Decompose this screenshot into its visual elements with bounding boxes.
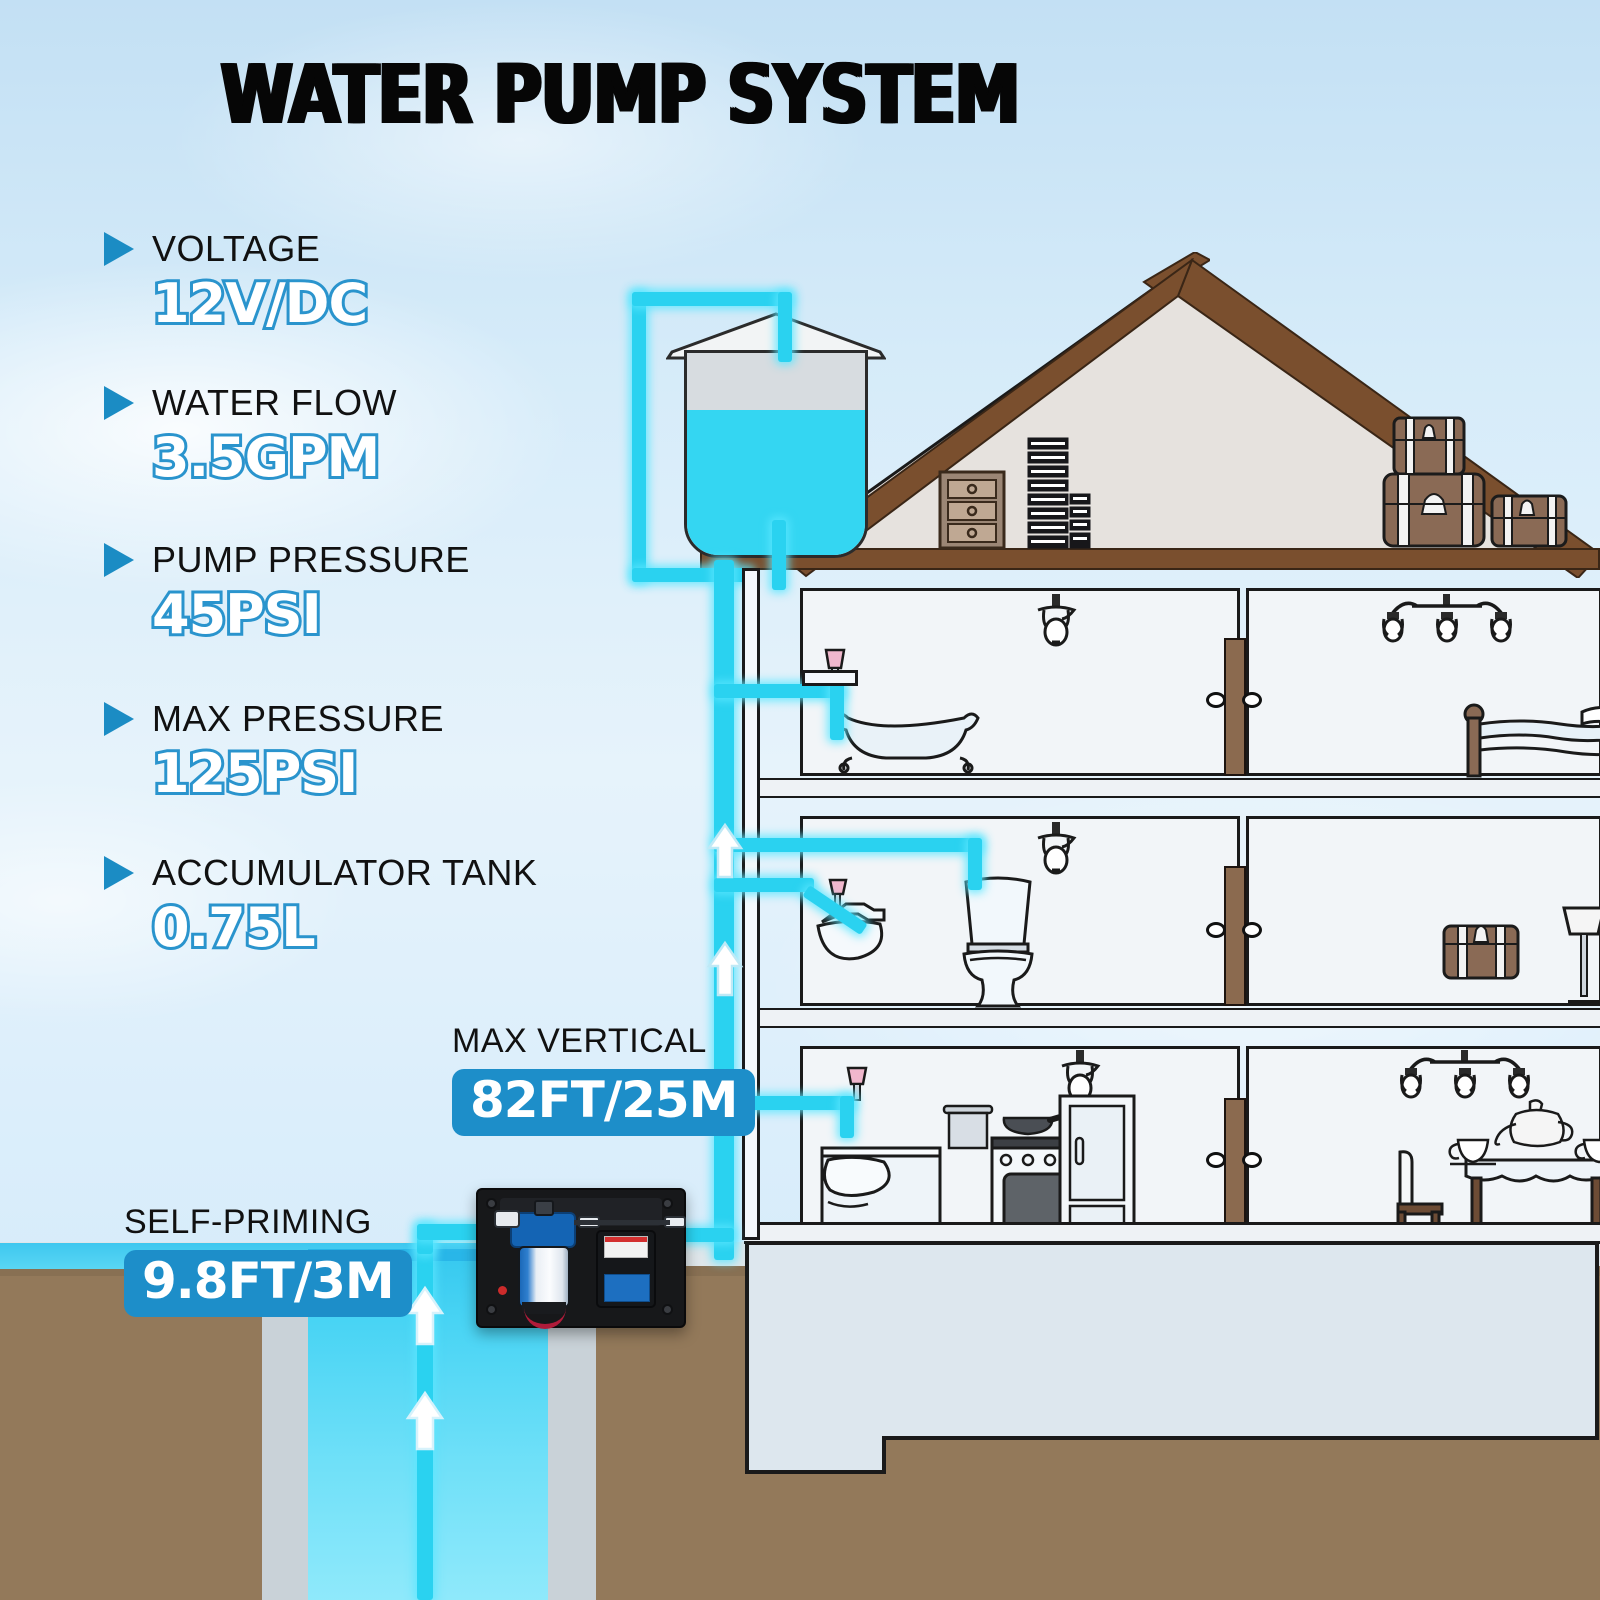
callout-label: MAX VERTICAL [452, 1022, 707, 1060]
flow-arrow-well-1 [404, 1285, 446, 1347]
manifold-bar [574, 1220, 670, 1225]
pipe-branch-bathroom [714, 684, 844, 698]
pipe-tank-feed-down [778, 292, 792, 362]
pipe-white-bathroom [802, 670, 858, 686]
door-knob-2-left [1206, 692, 1226, 708]
flow-arrow-riser-2 [706, 940, 744, 998]
pipe-white-riser [742, 568, 760, 1240]
spec-label: WATER FLOW [152, 382, 397, 423]
chandelier-dining [1400, 1050, 1530, 1108]
refrigerator-icon [1058, 1094, 1136, 1238]
pendant-light-toilet [1026, 822, 1086, 878]
book-stack-icon [1027, 437, 1091, 550]
spec-item-accumulator-tank: ACCUMULATOR TANK 0.75L [104, 852, 538, 962]
door-divider-1 [1224, 866, 1246, 1006]
door-knob-2-right [1242, 692, 1262, 708]
dining-table-icon [1464, 1158, 1600, 1240]
callout-self-priming: SELF-PRIMING 9.8FT/3M [124, 1203, 412, 1317]
panel-screw-tl [486, 1198, 497, 1209]
triangle-bullet-icon [104, 702, 134, 736]
room-storage [1246, 816, 1600, 1006]
panel-screw-bl [486, 1304, 497, 1315]
callout-value-badge: 82FT/25M [452, 1069, 756, 1136]
flow-arrow-riser-1 [706, 822, 744, 880]
pipe-branch-toilet [714, 838, 982, 852]
suitcase-storage-icon [1442, 918, 1520, 980]
triangle-bullet-icon [104, 543, 134, 577]
triangle-bullet-icon [104, 386, 134, 420]
spec-value: 125PSI [149, 739, 361, 808]
door-knob-1-right [1242, 922, 1262, 938]
pressure-switch-dial [494, 1210, 520, 1228]
room-bedroom [1246, 588, 1600, 776]
spec-item-voltage: VOLTAGE 12V/DC [104, 228, 371, 338]
suitcase-stack-icon [1382, 416, 1584, 550]
pipe-branch-toilet-drop [968, 838, 982, 890]
bed-icon [1462, 703, 1600, 778]
spec-label: MAX PRESSURE [152, 698, 445, 739]
spec-value: 12V/DC [149, 269, 371, 338]
teacup-icon [1448, 1138, 1498, 1168]
spec-value: 45PSI [149, 580, 325, 649]
pump-head-port [534, 1200, 554, 1216]
pipe-branch-sink-floor1 [714, 878, 814, 892]
pot-icon [942, 1104, 994, 1150]
teapot-icon [1494, 1099, 1582, 1162]
pump-panel[interactable] [476, 1188, 686, 1329]
pipe-main-riser [714, 560, 734, 1260]
pump-motor [518, 1246, 570, 1308]
well-wall-left [262, 1266, 308, 1600]
callout-label: SELF-PRIMING [124, 1203, 372, 1241]
door-divider-2 [1224, 638, 1246, 776]
panel-screw-tr [662, 1198, 673, 1209]
pendant-light-bathroom [1026, 594, 1086, 650]
door-divider-0 [1224, 1098, 1246, 1238]
spec-value: 3.5GPM [149, 423, 383, 492]
house-foundation [744, 1240, 1600, 1480]
faucet-kitchen-icon [840, 1066, 874, 1112]
page-title: WATER PUMP SYSTEM [220, 48, 1021, 143]
callout-value-badge: 9.8FT/3M [124, 1250, 412, 1317]
attic-floor-slab [700, 548, 1600, 570]
floor-slab-2 [748, 778, 1600, 798]
pipe-branch-kitchen-drop [840, 1096, 854, 1138]
dresser-icon [938, 470, 1006, 550]
pipe-suction-to-pump [417, 1224, 479, 1240]
spec-label: VOLTAGE [152, 228, 321, 269]
toilet-icon [960, 876, 1036, 1008]
panel-screw-br [662, 1304, 673, 1315]
spec-label: PUMP PRESSURE [152, 539, 470, 580]
pipe-tank-feed-top [632, 292, 792, 306]
power-wire [524, 1302, 566, 1329]
callout-max-vertical: MAX VERTICAL 82FT/25M [452, 1022, 756, 1136]
door-knob-1-left [1206, 922, 1226, 938]
pipe-tank-feed-vertical [632, 292, 646, 582]
spec-item-water-flow: WATER FLOW 3.5GPM [104, 382, 397, 492]
spec-value: 0.75L [149, 893, 319, 962]
teacup-icon-2 [1574, 1138, 1600, 1168]
accumulator-warning-label [604, 1236, 648, 1258]
pipe-branch-bathroom-drop [830, 684, 844, 740]
triangle-bullet-icon [104, 232, 134, 266]
floor-lamp-icon [1558, 906, 1600, 1006]
spec-item-max-pressure: MAX PRESSURE 125PSI [104, 698, 445, 808]
spec-label: ACCUMULATOR TANK [152, 852, 538, 893]
floor-slab-1 [748, 1008, 1600, 1028]
triangle-bullet-icon [104, 856, 134, 890]
spec-item-pump-pressure: PUMP PRESSURE 45PSI [104, 539, 470, 649]
door-knob-0-right [1242, 1152, 1262, 1168]
pipe-tank-outlet-drop [772, 520, 786, 590]
bleed-valve-red [498, 1286, 507, 1295]
door-knob-0-left [1206, 1152, 1226, 1168]
foundation-top-band [744, 1222, 1600, 1244]
sink-floor1-icon [812, 878, 932, 974]
bathtub-icon [826, 710, 986, 774]
accumulator-spec-label [604, 1274, 650, 1302]
kitchen-counter-sink-icon [820, 1126, 942, 1238]
chandelier-bedroom [1382, 594, 1512, 652]
flow-arrow-well-2 [404, 1390, 446, 1452]
pipe-tank-outlet-elbow [632, 568, 752, 582]
